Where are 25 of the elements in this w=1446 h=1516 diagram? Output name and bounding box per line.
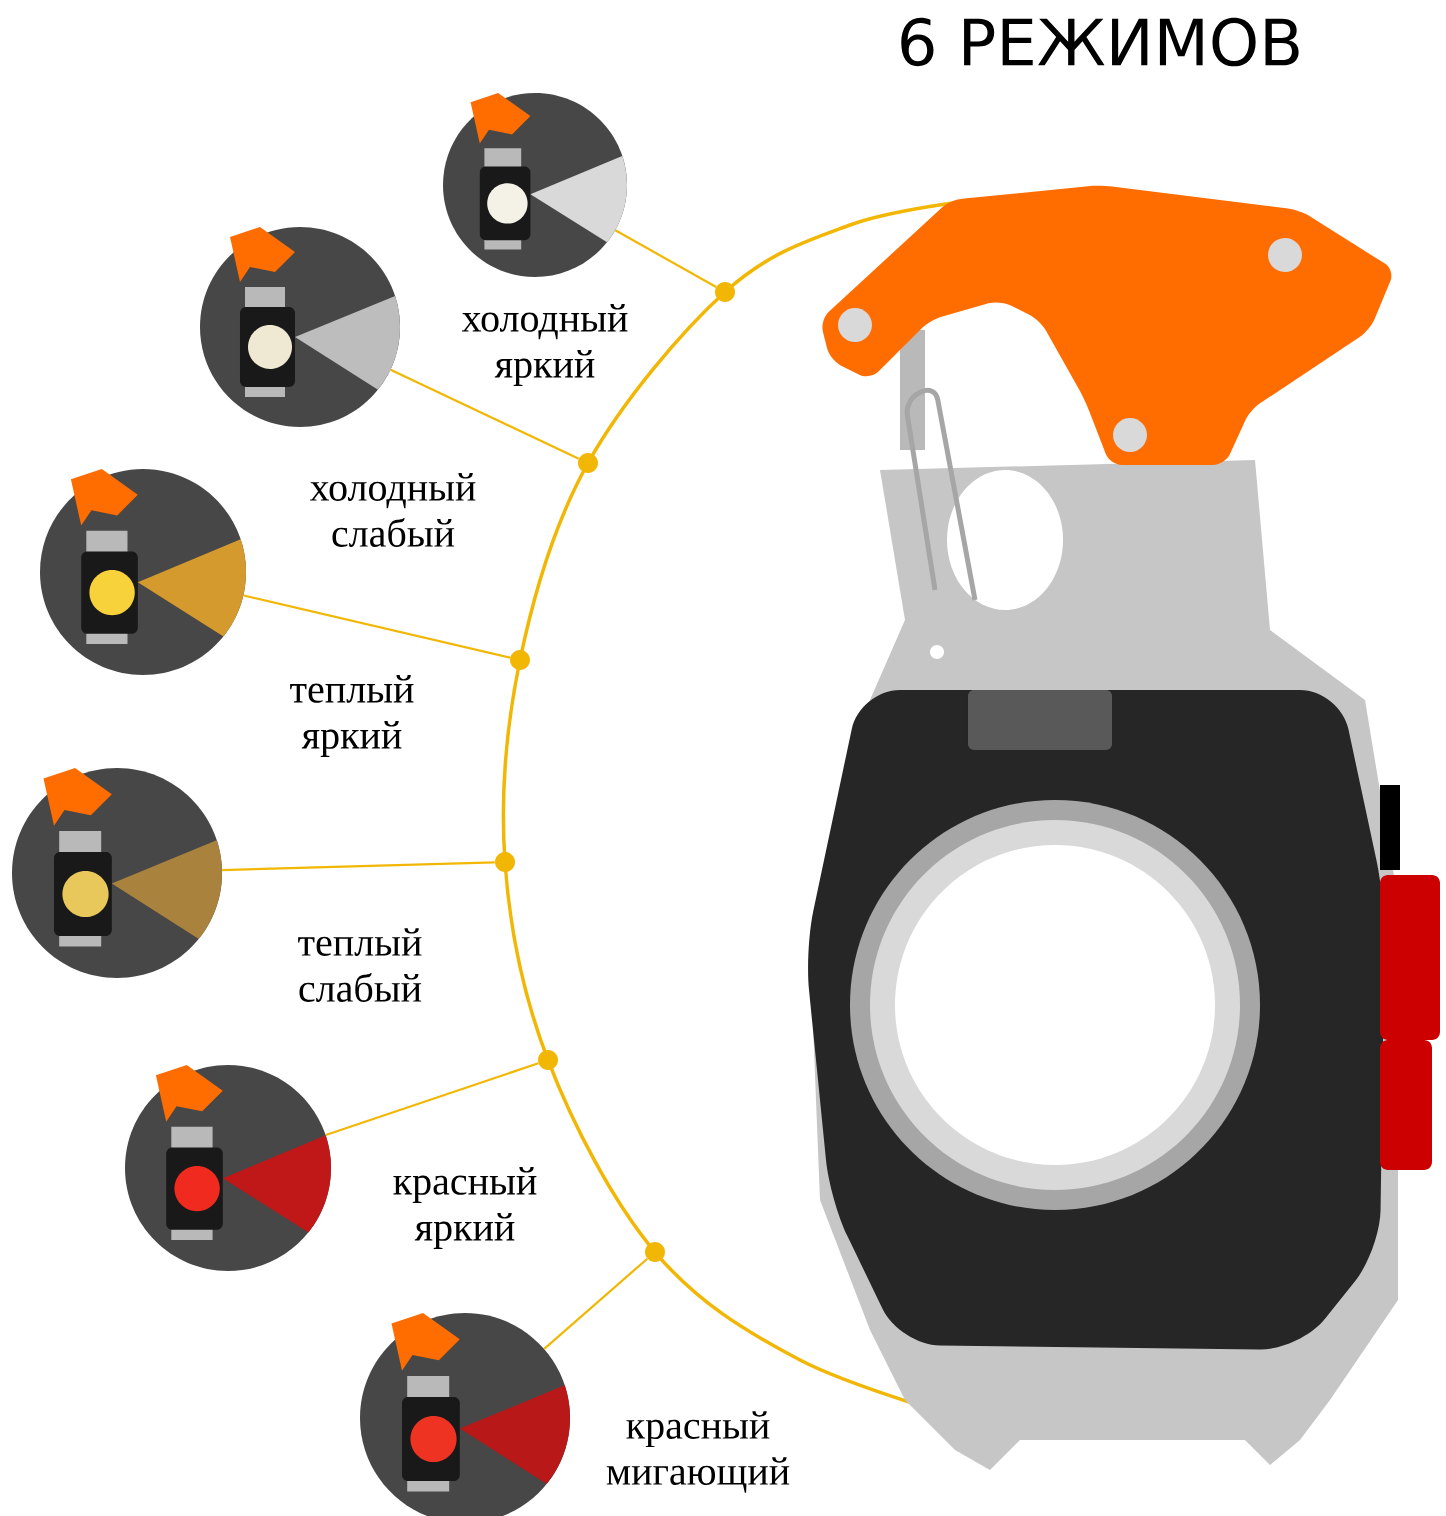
title: 6 РЕЖИМОВ <box>901 17 1299 67</box>
connector-dot <box>715 282 735 302</box>
mode-label: красный мигающий <box>606 1411 790 1493</box>
leader-line <box>222 861 495 872</box>
mode-label: теплый слабый <box>298 928 422 1002</box>
connector-dot <box>645 1242 665 1262</box>
connector-dot <box>510 650 530 670</box>
leader-line <box>243 594 511 659</box>
mode-label: холодный слабый <box>309 473 476 547</box>
mode-photo <box>200 227 400 427</box>
leader-line <box>390 368 580 460</box>
connector-dot <box>538 1050 558 1070</box>
mode-photo <box>125 1065 331 1271</box>
mode-photo <box>40 469 246 675</box>
mode-label: холодный яркий <box>461 304 628 386</box>
leader-line <box>543 1257 649 1350</box>
mode-photo <box>443 93 627 277</box>
connector-dot <box>578 453 598 473</box>
leader-line <box>325 1062 539 1137</box>
mode-photo <box>12 768 222 978</box>
mode-photo <box>360 1313 570 1516</box>
connector-dot <box>495 852 515 872</box>
mode-label: красный яркий <box>393 1167 537 1249</box>
leader-line <box>614 229 717 288</box>
mode-label: теплый яркий <box>290 675 414 757</box>
